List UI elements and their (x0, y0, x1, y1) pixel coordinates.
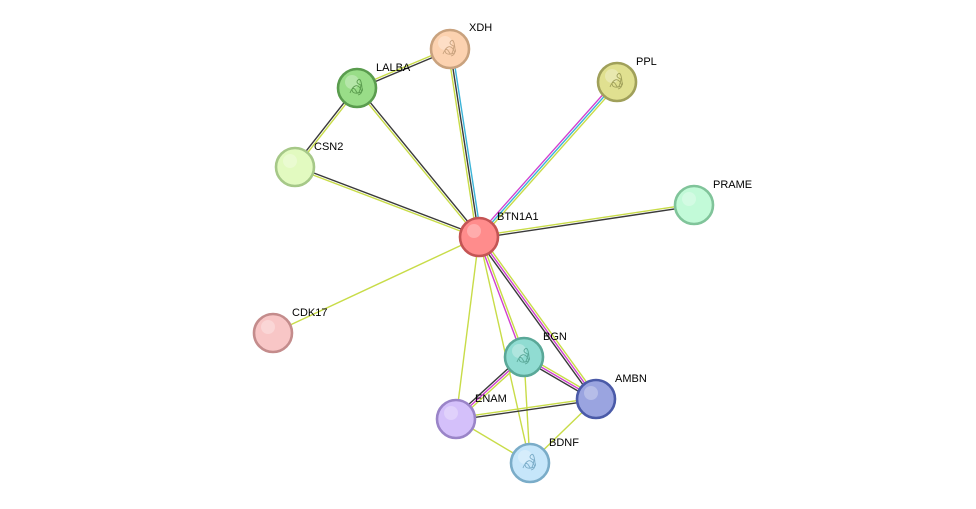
edge-evidence-line (479, 205, 695, 239)
edge-evidence-line (478, 81, 618, 238)
edge-evidence-line (479, 236, 526, 357)
edge-evidence-line (478, 236, 531, 464)
node-label: PRAME (713, 179, 752, 191)
node-label: AMBN (615, 373, 647, 385)
edge-evidence-line (449, 48, 480, 238)
node-ppl[interactable]: PPL (596, 56, 657, 103)
node-highlight (584, 386, 598, 400)
edge-evidence-line (294, 167, 479, 239)
node-circle[interactable] (429, 28, 471, 70)
node-lalba[interactable]: LALBA (336, 62, 411, 109)
edge-evidence-line (272, 236, 480, 334)
edge-btn1a1-bdnf[interactable] (478, 236, 531, 464)
node-circle[interactable] (503, 336, 545, 378)
edge-evidence-line (451, 48, 482, 237)
edge-enam-ambn[interactable] (455, 397, 597, 421)
protein-structure-icon (609, 72, 623, 90)
edge-evidence-line (480, 235, 599, 399)
edge-evidence-line (355, 88, 479, 239)
edge-evidence-line (476, 80, 616, 237)
node-highlight (467, 224, 481, 238)
node-label: PPL (636, 56, 657, 68)
edge-evidence-line (357, 86, 481, 237)
protein-structure-icon (442, 39, 456, 57)
node-circle[interactable] (252, 312, 294, 354)
edge-btn1a1-csn2[interactable] (294, 165, 480, 239)
node-circle[interactable] (458, 216, 500, 258)
node-circle[interactable] (274, 146, 316, 188)
protein-structure-icon (522, 453, 536, 471)
edge-evidence-line (477, 237, 524, 358)
node-circle[interactable] (596, 61, 638, 103)
edge-evidence-line (478, 203, 694, 237)
node-btn1a1[interactable]: BTN1A1 (458, 211, 539, 258)
edge-btn1a1-xdh[interactable] (447, 48, 482, 238)
node-highlight (283, 154, 297, 168)
node-ambn[interactable]: AMBN (575, 373, 647, 420)
edge-evidence-line (447, 49, 478, 238)
edge-evidence-line (455, 397, 596, 419)
node-circle[interactable] (575, 378, 617, 420)
edge-evidence-line (480, 82, 620, 239)
node-label: BGN (543, 331, 567, 343)
node-label: BDNF (549, 437, 579, 449)
edge-evidence-line (295, 165, 480, 237)
node-label: LALBA (376, 62, 411, 74)
node-cdk17[interactable]: CDK17 (252, 307, 327, 354)
node-highlight (261, 320, 275, 334)
node-circle[interactable] (336, 67, 378, 109)
edge-btn1a1-bgn[interactable] (477, 236, 526, 358)
node-label: CSN2 (314, 141, 343, 153)
edge-btn1a1-ppl[interactable] (476, 80, 620, 239)
edge-btn1a1-cdk17[interactable] (272, 236, 480, 334)
protein-structure-icon (516, 347, 530, 365)
node-circle[interactable] (673, 184, 715, 226)
node-csn2[interactable]: CSN2 (274, 141, 343, 188)
edge-btn1a1-enam[interactable] (455, 236, 480, 420)
node-prame[interactable]: PRAME (673, 179, 752, 226)
node-bgn[interactable]: BGN (503, 331, 567, 378)
edge-evidence-line (455, 236, 480, 420)
edge-evidence-line (456, 399, 597, 421)
edge-btn1a1-lalba[interactable] (355, 86, 481, 239)
node-bdnf[interactable]: BDNF (509, 437, 579, 484)
edge-btn1a1-ambn[interactable] (476, 235, 599, 401)
edge-evidence-line (476, 237, 595, 401)
edge-evidence-line (478, 236, 597, 400)
node-label: BTN1A1 (497, 211, 539, 223)
node-highlight (444, 406, 458, 420)
node-xdh[interactable]: XDH (429, 22, 492, 70)
node-circle[interactable] (509, 442, 551, 484)
node-enam[interactable]: ENAM (435, 393, 507, 440)
node-label: XDH (469, 22, 492, 34)
protein-structure-icon (349, 78, 363, 96)
node-circle[interactable] (435, 398, 477, 440)
node-highlight (682, 192, 696, 206)
edge-btn1a1-prame[interactable] (478, 203, 695, 239)
node-label: CDK17 (292, 307, 327, 319)
node-label: ENAM (475, 393, 507, 405)
